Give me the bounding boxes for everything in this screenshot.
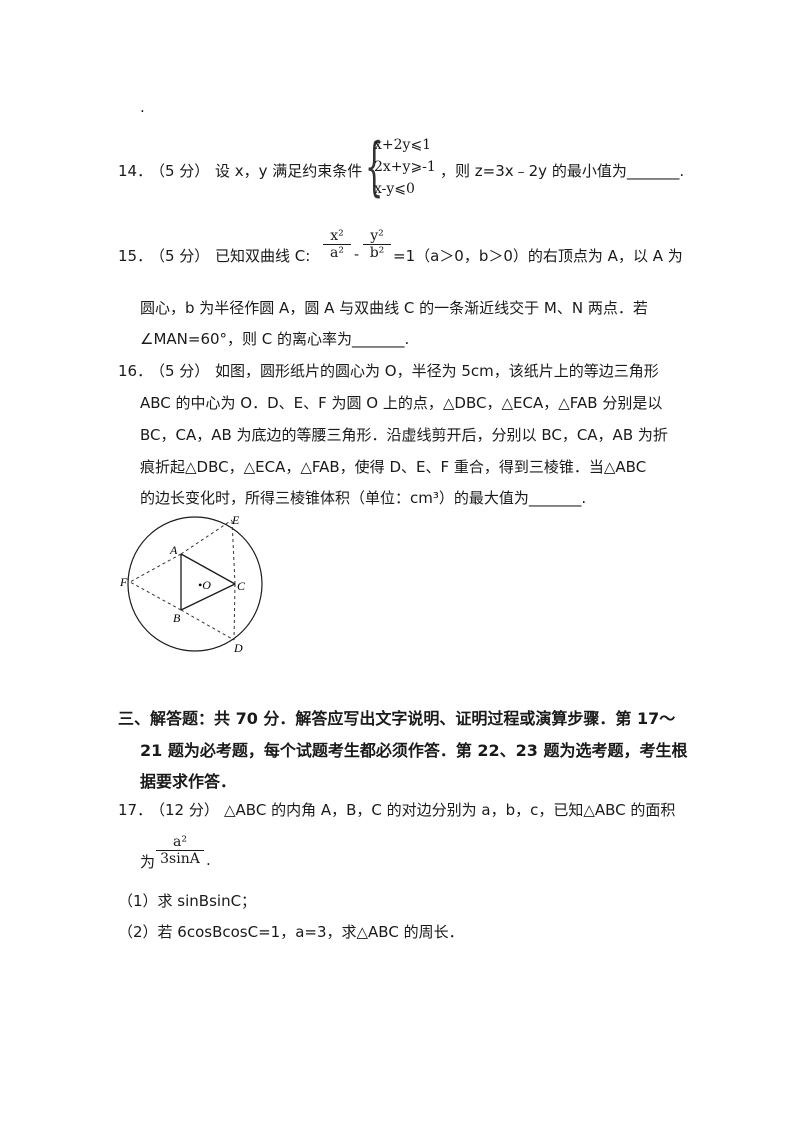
section-heading-line-1: 三、解答题：共 70 分．解答应写出文字说明、证明过程或演算步骤．第 17～ <box>118 709 676 728</box>
question-line-2-prefix: 为 <box>140 853 156 871</box>
sub-question-2: （2）若 6cosBcosC=1，a=3，求△ABC 的周长． <box>118 923 464 941</box>
fraction-numerator: x² <box>323 228 351 245</box>
dash-bd <box>180 609 235 641</box>
question-line-2: 圆心，b 为半径作圆 A，圆 A 与双曲线 C 的一条渐近线交于 M、N 两点．… <box>140 299 648 317</box>
sub-question-1: （1）求 sinBsinC； <box>118 892 257 910</box>
section-heading-line-3: 据要求作答． <box>140 772 237 791</box>
question-text-after: ，则 z=3x﹣2y 的最小值为_______. <box>440 162 685 180</box>
question-number: 14． <box>118 162 153 180</box>
question-points: （5 分） <box>150 162 210 180</box>
geometry-figure: A B C D E F •O <box>119 513 263 655</box>
fraction-denominator: 3sinA <box>160 851 200 867</box>
question-number: 16． <box>118 362 153 380</box>
question-line-2: ABC 的中心为 O．D、E、F 为圆 O 上的点，△DBC，△ECA，△FAB… <box>140 394 663 412</box>
section-heading-line-2: 21 题为必考题，每个试题考生都必须作答．第 22、23 题为选考题，考生根 <box>140 741 688 760</box>
question-points: （5 分） <box>150 247 210 265</box>
constraint-1: x+2y⩽1 <box>374 137 432 153</box>
label-a: A <box>169 543 178 557</box>
minus-sign: - <box>354 245 360 263</box>
side-ac <box>180 553 236 585</box>
fraction-numerator: a² <box>156 834 204 851</box>
label-b: B <box>173 611 181 625</box>
dash-bf <box>129 581 182 611</box>
dash-ae <box>180 519 233 555</box>
label-c: C <box>237 579 246 593</box>
fraction-a2-3sina: a² 3sinA <box>156 834 204 867</box>
label-e: E <box>231 513 240 527</box>
question-line-2-suffix: . <box>206 851 211 869</box>
question-line-4: 痕折起△DBC，△ECA，△FAB，使得 D、E、F 重合，得到三棱锥．当△AB… <box>140 458 647 476</box>
question-points: （12 分） <box>150 801 219 819</box>
label-f: F <box>119 575 128 589</box>
question-points: （5 分） <box>150 362 210 380</box>
dash-ce <box>231 519 236 585</box>
left-brace: { <box>365 130 384 204</box>
side-bc <box>180 583 236 611</box>
constraint-system: { x+2y⩽1 2x+y⩾-1 x-y⩽0 <box>365 130 436 204</box>
fraction-denominator: b² <box>369 245 385 261</box>
question-text: 设 x，y 满足约束条件 <box>215 162 363 180</box>
label-d: D <box>233 641 243 655</box>
dash-af <box>129 553 182 583</box>
fraction-x2-a2: x² a² <box>323 228 351 261</box>
circle-o <box>127 516 263 652</box>
stray-dot: . <box>140 98 145 116</box>
question-line-3: BC，CA，AB 为底边的等腰三角形．沿虚线剪开后，分别以 BC，CA，AB 为… <box>140 426 668 444</box>
label-o: •O <box>198 578 211 592</box>
fraction-denominator: a² <box>330 245 344 261</box>
fraction-numerator: y² <box>363 228 391 245</box>
question-text-after: =1（a＞0，b＞0）的右顶点为 A，以 A 为 <box>393 247 683 265</box>
constraint-2: 2x+y⩾-1 <box>374 159 436 175</box>
question-number: 15． <box>118 247 153 265</box>
question-line-5: 的边长变化时，所得三棱锥体积（单位：cm³）的最大值为_______. <box>140 489 587 507</box>
question-text: 已知双曲线 C: <box>215 247 311 265</box>
question-text: 如图，圆形纸片的圆心为 O，半径为 5cm，该纸片上的等边三角形 <box>215 362 659 380</box>
question-text: △ABC 的内角 A，B，C 的对边分别为 a，b，c，已知△ABC 的面积 <box>224 801 676 819</box>
question-number: 17． <box>118 801 153 819</box>
constraint-3: x-y⩽0 <box>374 181 415 197</box>
dash-cd <box>233 583 236 641</box>
fraction-y2-b2: y² b² <box>363 228 391 261</box>
question-line-3: ∠MAN=60°，则 C 的离心率为_______. <box>140 330 410 348</box>
